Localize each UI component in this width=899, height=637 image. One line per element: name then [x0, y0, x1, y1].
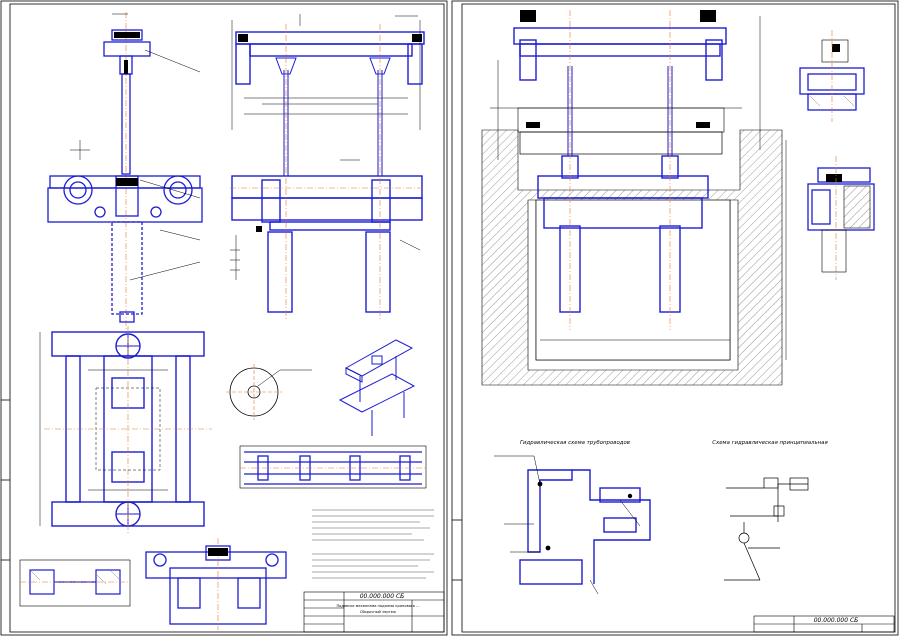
- section-bottom-left-a: [19, 559, 131, 607]
- detail-upper-right: [799, 30, 865, 122]
- hydraulic-principal-scheme: [724, 477, 809, 581]
- plan-view: [39, 326, 212, 534]
- stamp-number-right: 00.000.000 СБ: [814, 617, 859, 624]
- section-strip: [239, 445, 427, 489]
- section-bottom-left-b: [145, 538, 287, 630]
- isometric-view: [338, 339, 416, 436]
- sheet-left-frame: [0, 0, 448, 636]
- hydraulic-principal-scheme-title: Схема гидравлическая принципиальная: [712, 440, 828, 446]
- title-block-right: [753, 615, 895, 633]
- detail-lower-right: [807, 156, 875, 280]
- technical-requirements: [312, 509, 434, 579]
- stamp-title-left: Подвеска механизма подъема кранового ...: [336, 604, 419, 608]
- stamp-number-left: 00.000.000 СБ: [360, 593, 405, 600]
- detail-circle-view: [226, 364, 312, 420]
- hydraulic-pipeline-scheme-title: Гидравлическая схема трубопроводов: [520, 440, 630, 446]
- title-block-left: [303, 591, 445, 633]
- stamp-subtitle-left: Сборочный чертеж: [360, 610, 397, 614]
- front-view: [47, 12, 203, 330]
- sheet-right-frame: [451, 0, 899, 636]
- hydraulic-pipeline-scheme: [494, 455, 651, 595]
- side-view: [230, 14, 425, 320]
- pit-view: [481, 10, 787, 386]
